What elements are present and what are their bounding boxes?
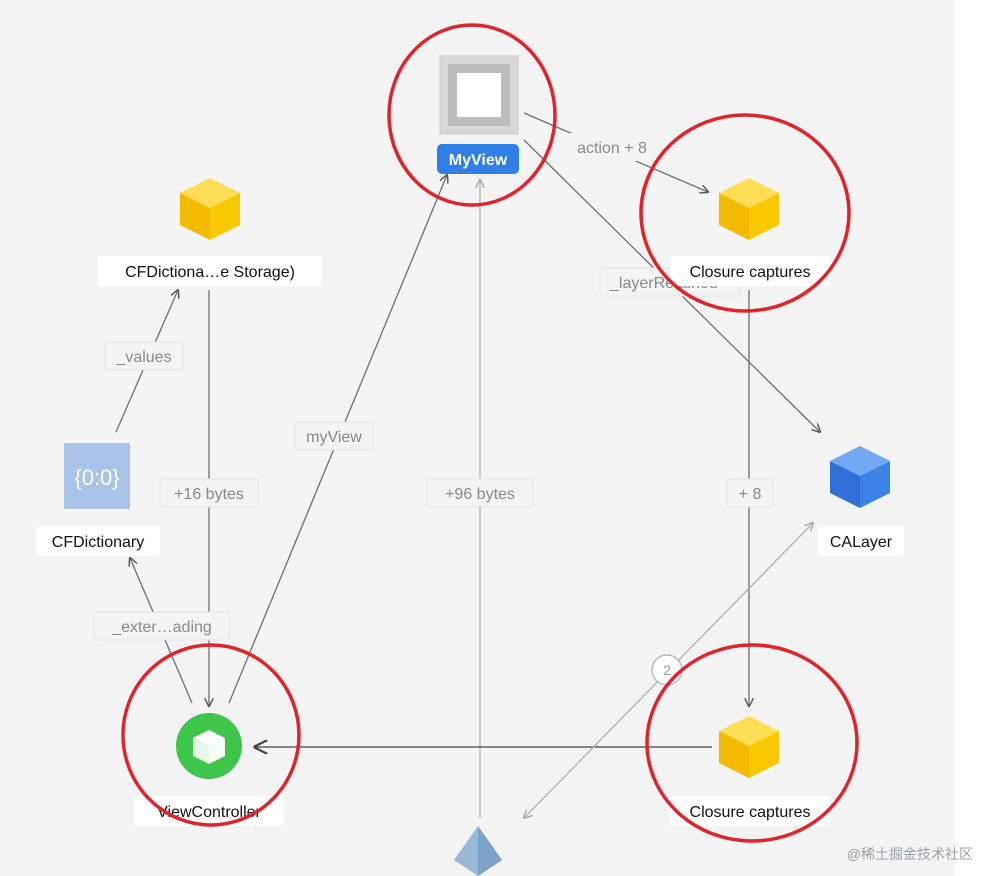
highlight-ring-closure-bottom bbox=[645, 643, 859, 843]
node-closure-captures-bottom[interactable]: Closure captures bbox=[670, 716, 830, 826]
highlight-ring-closure-top bbox=[639, 113, 851, 313]
viewcontroller-label: ViewController bbox=[157, 804, 261, 821]
svg-text:action + 8: action + 8 bbox=[577, 140, 647, 157]
closure-top-label: Closure captures bbox=[690, 264, 811, 281]
svg-text:myView: myView bbox=[306, 429, 362, 446]
calayer-label: CALayer bbox=[830, 534, 893, 551]
svg-text:_values: _values bbox=[115, 349, 171, 366]
edge-label-plus8: + 8 bbox=[726, 478, 774, 508]
node-myview[interactable]: MyView bbox=[437, 55, 519, 174]
svg-text:{0:0}: {0:0} bbox=[74, 465, 119, 490]
edge-label-myview: myView bbox=[294, 421, 374, 451]
node-cfdictionary-storage[interactable]: CFDictiona…e Storage) bbox=[98, 178, 322, 286]
edge-label-extern-loading: _exter…ading bbox=[93, 611, 231, 641]
view-icon bbox=[439, 55, 519, 135]
node-calayer[interactable]: CALayer bbox=[818, 446, 904, 556]
watermark: @稀土掘金技术社区 bbox=[846, 846, 973, 862]
node-root-partial[interactable] bbox=[454, 826, 502, 876]
highlight-ring-myview bbox=[387, 23, 557, 207]
node-cfdictionary[interactable]: {0:0} CFDictionary bbox=[36, 443, 160, 556]
myview-label-bg bbox=[437, 144, 519, 174]
svg-text:+96 bytes: +96 bytes bbox=[445, 486, 515, 503]
edge-label-plus96: +96 bytes bbox=[426, 478, 534, 508]
edge-label-action: action + 8 bbox=[562, 133, 662, 161]
closure-bottom-label: Closure captures bbox=[690, 804, 811, 821]
cfdict-storage-label: CFDictiona…e Storage) bbox=[125, 264, 295, 281]
svg-text:+ 8: + 8 bbox=[739, 486, 762, 503]
dictionary-icon bbox=[64, 443, 130, 509]
edge-label-values: _values bbox=[104, 341, 184, 371]
cube-icon-yellow bbox=[719, 716, 779, 778]
highlight-ring-viewcontroller bbox=[121, 643, 301, 827]
edge-label-plus16: +16 bytes bbox=[159, 478, 259, 508]
cube-icon-white bbox=[193, 730, 225, 764]
cube-icon-yellow bbox=[719, 178, 779, 240]
cfdictionary-label: CFDictionary bbox=[52, 534, 144, 551]
cube-icon-yellow bbox=[180, 178, 240, 240]
node-closure-captures-top[interactable]: Closure captures bbox=[670, 178, 830, 286]
myview-label: MyView bbox=[449, 152, 508, 169]
svg-text:+16 bytes: +16 bytes bbox=[174, 486, 244, 503]
cube-icon-blue bbox=[830, 446, 890, 508]
retain-count-badge[interactable]: 2 bbox=[651, 654, 683, 686]
svg-text:_exter…ading: _exter…ading bbox=[111, 619, 212, 636]
svg-text:2: 2 bbox=[663, 662, 671, 678]
